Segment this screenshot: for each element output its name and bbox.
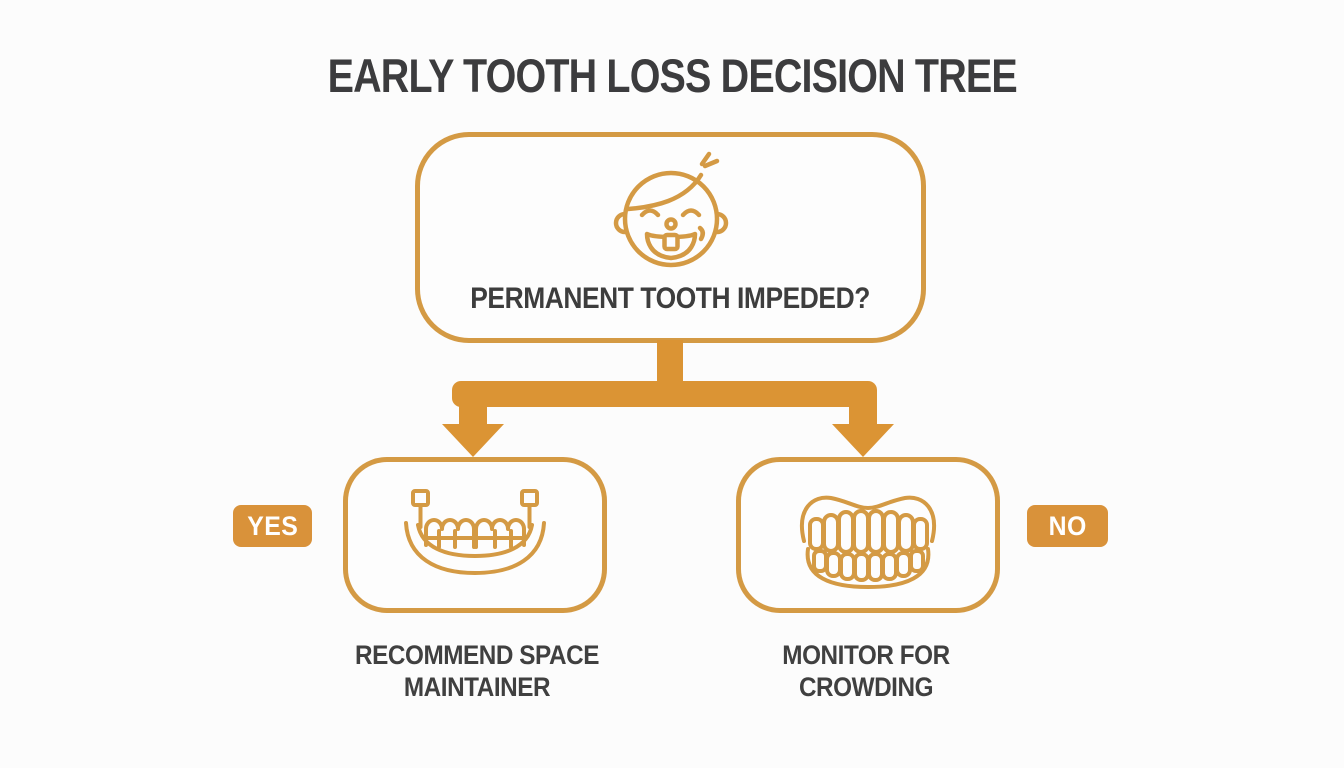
split-arrow-shape: [442, 340, 894, 457]
root-question-text: PERMANENT TOOTH IMPEDED?: [470, 282, 871, 315]
page-title-wrap: EARLY TOOTH LOSS DECISION TREE: [0, 48, 1344, 103]
no-outcome-caption: MONITOR FOR CROWDING: [716, 639, 1016, 704]
child-smiling-missing-tooth-icon: [609, 151, 733, 277]
yes-badge-label: YES: [246, 510, 299, 541]
no-outcome-node: [736, 457, 1000, 613]
yes-outcome-node: [343, 457, 607, 613]
dentures-icon: [783, 479, 953, 591]
no-badge: NO: [1027, 505, 1108, 547]
arrow-down-left-icon: [442, 424, 504, 457]
page-title: EARLY TOOTH LOSS DECISION TREE: [327, 49, 1017, 102]
no-badge-label: NO: [1048, 510, 1087, 541]
yes-outcome-caption: RECOMMEND SPACE MAINTAINER: [327, 639, 627, 704]
yes-caption-line2: MAINTAINER: [403, 672, 551, 703]
yes-badge: YES: [233, 505, 312, 547]
space-maintainer-icon: [389, 483, 561, 587]
root-question-wrap: PERMANENT TOOTH IMPEDED?: [420, 282, 921, 316]
arrow-down-right-icon: [832, 424, 894, 457]
no-caption-line1: MONITOR FOR: [782, 640, 950, 670]
no-caption-line2: CROWDING: [798, 672, 934, 703]
root-decision-node: PERMANENT TOOTH IMPEDED?: [415, 132, 926, 343]
yes-caption-line1: RECOMMEND SPACE: [355, 640, 599, 670]
